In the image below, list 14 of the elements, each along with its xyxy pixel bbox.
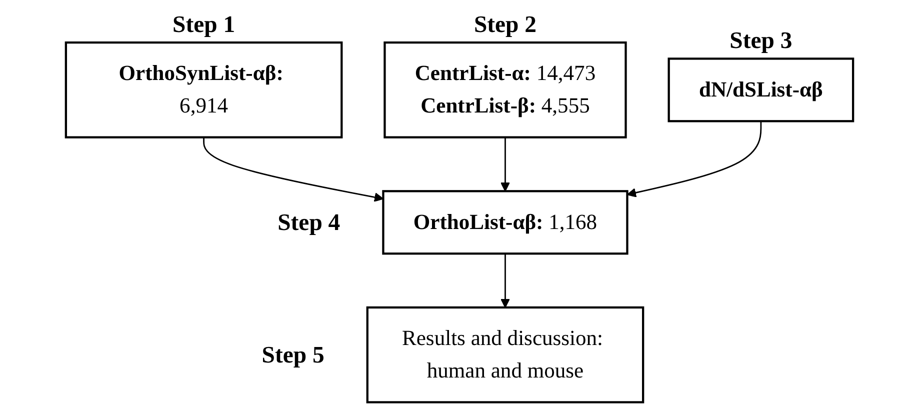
step-label: Step 4 xyxy=(278,210,340,236)
arrow xyxy=(203,137,384,202)
arrow xyxy=(500,254,510,308)
node-box xyxy=(384,41,627,138)
node-box xyxy=(668,58,854,122)
step-label: Step 5 xyxy=(262,342,324,368)
arrow xyxy=(500,137,510,192)
arrow xyxy=(626,121,762,198)
step-label: Step 2 xyxy=(474,12,536,38)
node-box xyxy=(64,41,343,138)
step-label: Step 1 xyxy=(172,12,236,38)
node-box xyxy=(382,190,628,255)
node-box xyxy=(366,306,644,404)
step-label: Step 3 xyxy=(730,28,792,54)
